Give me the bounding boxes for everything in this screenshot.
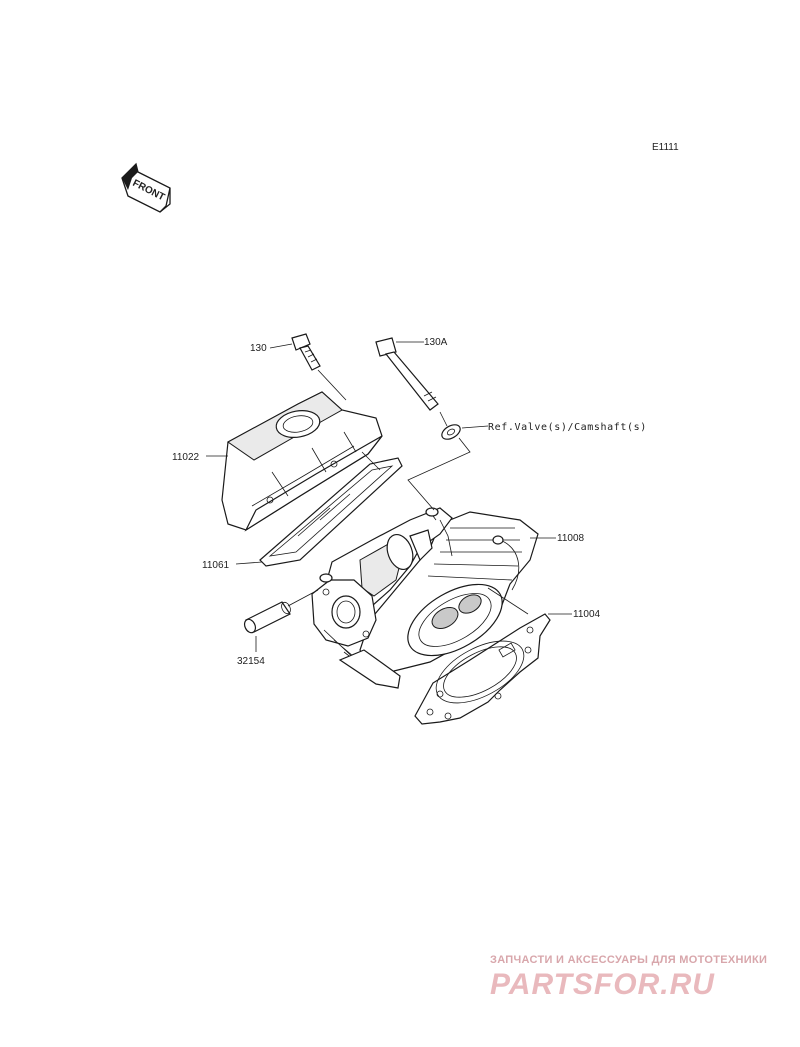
sleeve-part <box>243 601 291 634</box>
watermark-logo: PARTSFOR.RU <box>490 968 715 1001</box>
reference-note: Ref.Valve(s)/Camshaft(s) <box>488 422 647 433</box>
bolt-130a-part <box>375 337 439 411</box>
callout-130a: 130A <box>424 337 448 348</box>
leader-lines <box>206 341 572 652</box>
head-cover-part <box>221 391 383 532</box>
callout-11061: 11061 <box>202 560 230 571</box>
callout-11022: 11022 <box>172 452 200 463</box>
callout-130: 130 <box>250 343 267 354</box>
cylinder-head-part <box>311 507 539 689</box>
watermark-tagline: ЗАПЧАСТИ И АКСЕССУАРЫ ДЛЯ МОТОТЕХНИКИ <box>490 954 767 966</box>
front-arrow-icon: FRONT <box>121 162 171 213</box>
callout-11008: 11008 <box>557 533 585 544</box>
diagram-code: E1111 <box>652 142 679 153</box>
callout-11004: 11004 <box>573 609 601 620</box>
cover-gasket-part <box>259 457 403 567</box>
washer-part <box>441 424 461 440</box>
callout-32154: 32154 <box>237 656 265 667</box>
head-gasket-part <box>414 613 551 725</box>
bolt-130-part <box>291 333 321 371</box>
